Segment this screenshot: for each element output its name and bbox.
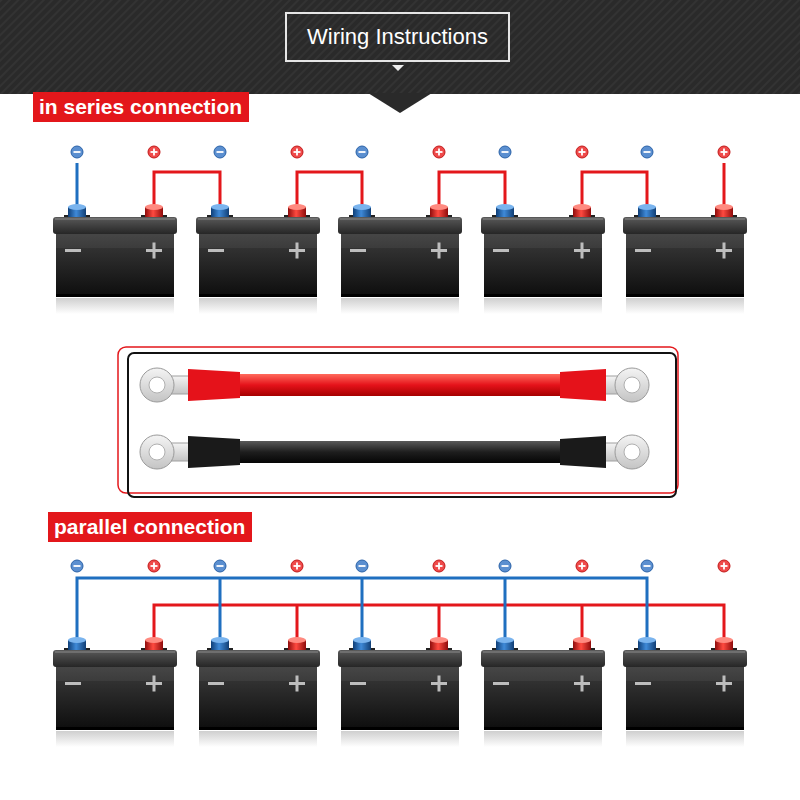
header-band bbox=[0, 0, 800, 94]
heading-text: in series connection bbox=[39, 95, 243, 119]
series-polarity-symbols bbox=[71, 146, 730, 158]
title-text: Wiring Instructions bbox=[285, 12, 510, 62]
heading-text: parallel connection bbox=[54, 515, 246, 539]
parallel-wires bbox=[77, 578, 724, 638]
cable-picture bbox=[118, 347, 678, 497]
series-batteries bbox=[53, 204, 747, 314]
series-wires bbox=[77, 163, 724, 205]
parallel-batteries bbox=[53, 637, 747, 747]
title-pointer bbox=[392, 65, 404, 71]
heading-band: parallel connection bbox=[48, 512, 252, 542]
heading-band: in series connection bbox=[33, 92, 249, 122]
parallel-polarity-symbols bbox=[71, 560, 730, 572]
header-pointer bbox=[368, 93, 432, 113]
